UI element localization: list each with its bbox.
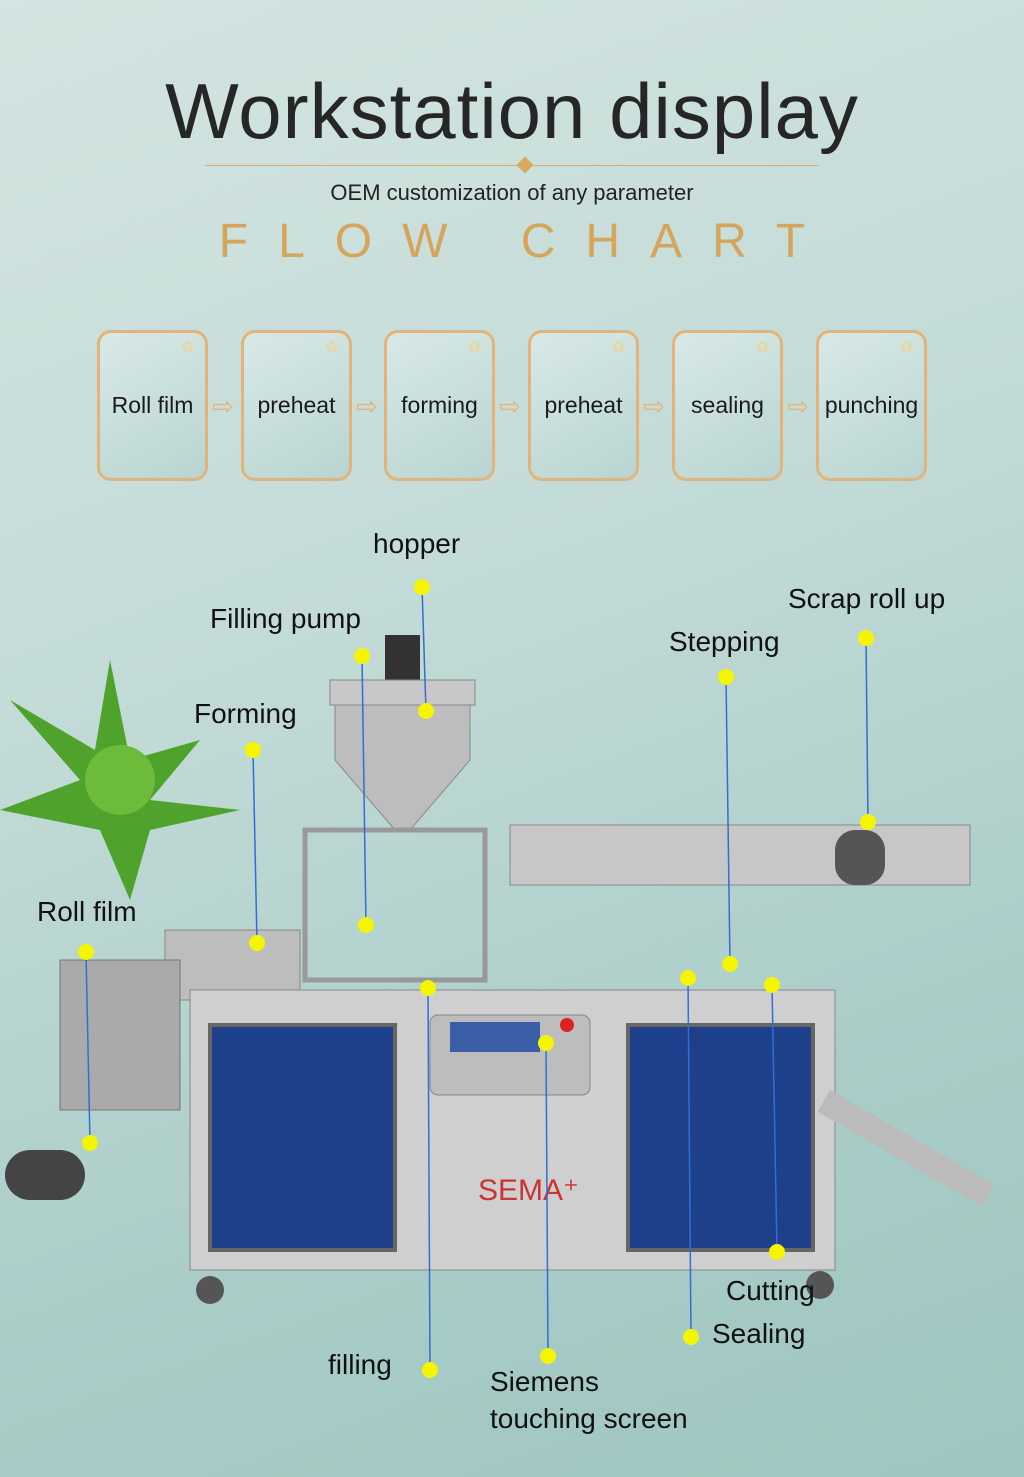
flow-step: ✿ Roll film xyxy=(97,330,208,481)
flow-chart-heading: FLOW CHART xyxy=(218,215,836,268)
top-rail xyxy=(509,824,971,886)
flower-icon: ✿ xyxy=(181,339,195,356)
callout-dot xyxy=(680,970,696,986)
flow-step: ✿ forming xyxy=(384,330,495,481)
hopper-tank xyxy=(329,635,476,831)
flow-step: ✿ sealing xyxy=(672,330,783,481)
callout-dot xyxy=(538,1035,554,1051)
flow-step: ✿ preheat xyxy=(241,330,352,481)
subtitle: OEM customization of any parameter xyxy=(330,180,694,205)
callout-lines xyxy=(85,586,869,1371)
callout-dot xyxy=(82,1135,98,1151)
callout-dot xyxy=(540,1348,556,1364)
callout-dot xyxy=(245,742,261,758)
callout-dot xyxy=(769,1244,785,1260)
callout-dot xyxy=(418,703,434,719)
forming-unit xyxy=(164,929,301,1001)
label-hopper: hopper xyxy=(373,528,461,559)
wheel xyxy=(196,1276,224,1304)
label-sealing: Sealing xyxy=(712,1318,806,1349)
label-siemens: Siemens xyxy=(490,1366,599,1397)
flower-icon: ✿ xyxy=(612,339,626,356)
callout-dot xyxy=(422,1362,438,1378)
emergency-stop-button xyxy=(560,1018,574,1032)
title-divider xyxy=(205,165,819,166)
callout-dot xyxy=(78,944,94,960)
arrow-right-icon: ⇨ xyxy=(212,391,234,421)
callout-dot xyxy=(354,648,370,664)
roll-film-holder xyxy=(59,959,181,1111)
label-roll-film: Roll film xyxy=(37,896,137,927)
flower-icon: ✿ xyxy=(900,339,914,356)
output-chute xyxy=(817,1090,995,1207)
arrow-right-icon: ⇨ xyxy=(499,391,521,421)
flow-step: ✿ punching xyxy=(816,330,927,481)
label-filling-pump: Filling pump xyxy=(210,603,361,634)
flow-step-label: preheat xyxy=(544,392,623,418)
label-scrap-roll-up: Scrap roll up xyxy=(788,583,946,614)
scrap-roll xyxy=(835,830,885,885)
callout-dot xyxy=(249,935,265,951)
callout-dot xyxy=(420,980,436,996)
arrow-right-icon: ⇨ xyxy=(787,391,809,421)
callout-dot xyxy=(722,956,738,972)
callout-dot xyxy=(718,669,734,685)
arrow-right-icon: ⇨ xyxy=(643,391,665,421)
callout-dot xyxy=(860,814,876,830)
label-forming: Forming xyxy=(194,698,297,729)
flower-icon: ✿ xyxy=(756,339,770,356)
callout-dot xyxy=(683,1329,699,1345)
flow-step: ✿ preheat xyxy=(528,330,639,481)
film-roll xyxy=(5,1150,85,1200)
flow-step-label: forming xyxy=(401,392,478,418)
pump-frame xyxy=(302,827,488,983)
label-filling: filling xyxy=(328,1349,392,1380)
callout-dots xyxy=(78,579,876,1378)
page-title: Workstation display xyxy=(165,67,859,155)
flow-step-label: preheat xyxy=(257,392,336,418)
callout-dot xyxy=(764,977,780,993)
flower-icon: ✿ xyxy=(468,339,482,356)
sema-logo: SEMA⁺ xyxy=(478,1174,579,1207)
arrow-right-icon: ⇨ xyxy=(356,391,378,421)
label-stepping: Stepping xyxy=(669,626,780,657)
label-cutting: Cutting xyxy=(726,1275,815,1306)
wheel xyxy=(806,1271,834,1299)
callout-dot xyxy=(358,917,374,933)
right-window xyxy=(626,1023,815,1252)
label-touching-screen: touching screen xyxy=(490,1403,688,1434)
flow-step-label: Roll film xyxy=(111,392,194,418)
callout-dot xyxy=(414,579,430,595)
aloe-plant-image xyxy=(0,660,240,900)
touch-screen xyxy=(450,1022,540,1052)
flow-step-label: punching xyxy=(824,392,919,418)
callout-dot xyxy=(858,630,874,646)
left-window xyxy=(208,1023,397,1252)
flower-icon: ✿ xyxy=(325,339,339,356)
flow-step-label: sealing xyxy=(691,392,764,418)
